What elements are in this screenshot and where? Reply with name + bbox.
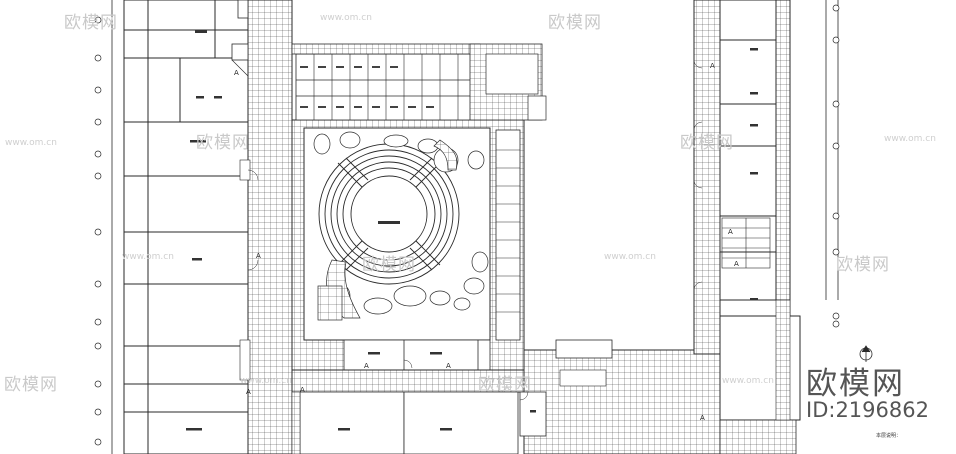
cubicle-tags <box>300 66 434 108</box>
grid-tag-label: A <box>710 62 715 70</box>
right-axis-markers <box>832 4 840 328</box>
watermark-url: www.om.cn <box>722 376 774 386</box>
watermark-logo: 欧模网 <box>4 375 58 395</box>
watermark-url: www.om.cn <box>5 138 57 148</box>
watermark-url: www.om.cn <box>240 376 292 386</box>
lower-rooms <box>299 391 519 454</box>
left-axis-markers <box>94 16 102 446</box>
watermark-logo: 欧模网 <box>478 375 532 395</box>
circular-plaza <box>318 143 460 285</box>
watermark-logo: 欧模网 <box>548 13 602 33</box>
watermark-url: www.om.cn <box>884 134 936 144</box>
door-swings <box>247 59 703 401</box>
right-corridor-tiles <box>693 0 721 355</box>
watermark-logo: 欧模网 <box>196 133 250 153</box>
left-wing-room-tags <box>190 30 222 431</box>
stairwell <box>721 217 771 269</box>
watermark-url: www.om.cn <box>122 252 174 262</box>
grid-tag-label: A <box>734 260 739 268</box>
plan-tags: A A A A A A A A A A <box>234 62 739 422</box>
cubicle-dividers <box>313 54 459 120</box>
right-cubicle-dividers <box>496 149 520 313</box>
left-wing <box>123 0 249 454</box>
grid-tag-label: A <box>256 252 261 260</box>
top-cubicle-row <box>295 53 481 121</box>
grid-tag-label: A <box>700 414 705 422</box>
grid-tag-label: A <box>446 362 451 370</box>
grid-tag-label: A <box>300 386 305 394</box>
watermark-url: www.om.cn <box>604 252 656 262</box>
watermark-logo: 欧模网 <box>64 13 118 33</box>
watermark-logo: 欧模网 <box>362 255 416 275</box>
connector-tiles <box>523 349 721 454</box>
grid-tag-label: A <box>364 362 369 370</box>
left-corridor-tiles <box>247 0 293 454</box>
watermark-logo: 欧模网 <box>836 255 890 275</box>
grid-tag-label: A <box>728 228 733 236</box>
courtyard-bottom-rooms <box>343 339 491 371</box>
model-id-label: ID:2196862 <box>806 398 929 422</box>
grid-tag-label: A <box>246 388 251 396</box>
right-wing <box>719 0 791 301</box>
grid-tag-label: A <box>234 69 239 77</box>
watermark-logo: 欧模网 <box>680 133 734 153</box>
north-arrow-icon <box>859 345 873 362</box>
right-cubicle-column <box>495 129 521 341</box>
watermark-url: www.om.cn <box>320 13 372 23</box>
drawing-note: 本层说明： <box>876 433 902 439</box>
brand-logo-text: 欧模网 <box>806 366 905 402</box>
